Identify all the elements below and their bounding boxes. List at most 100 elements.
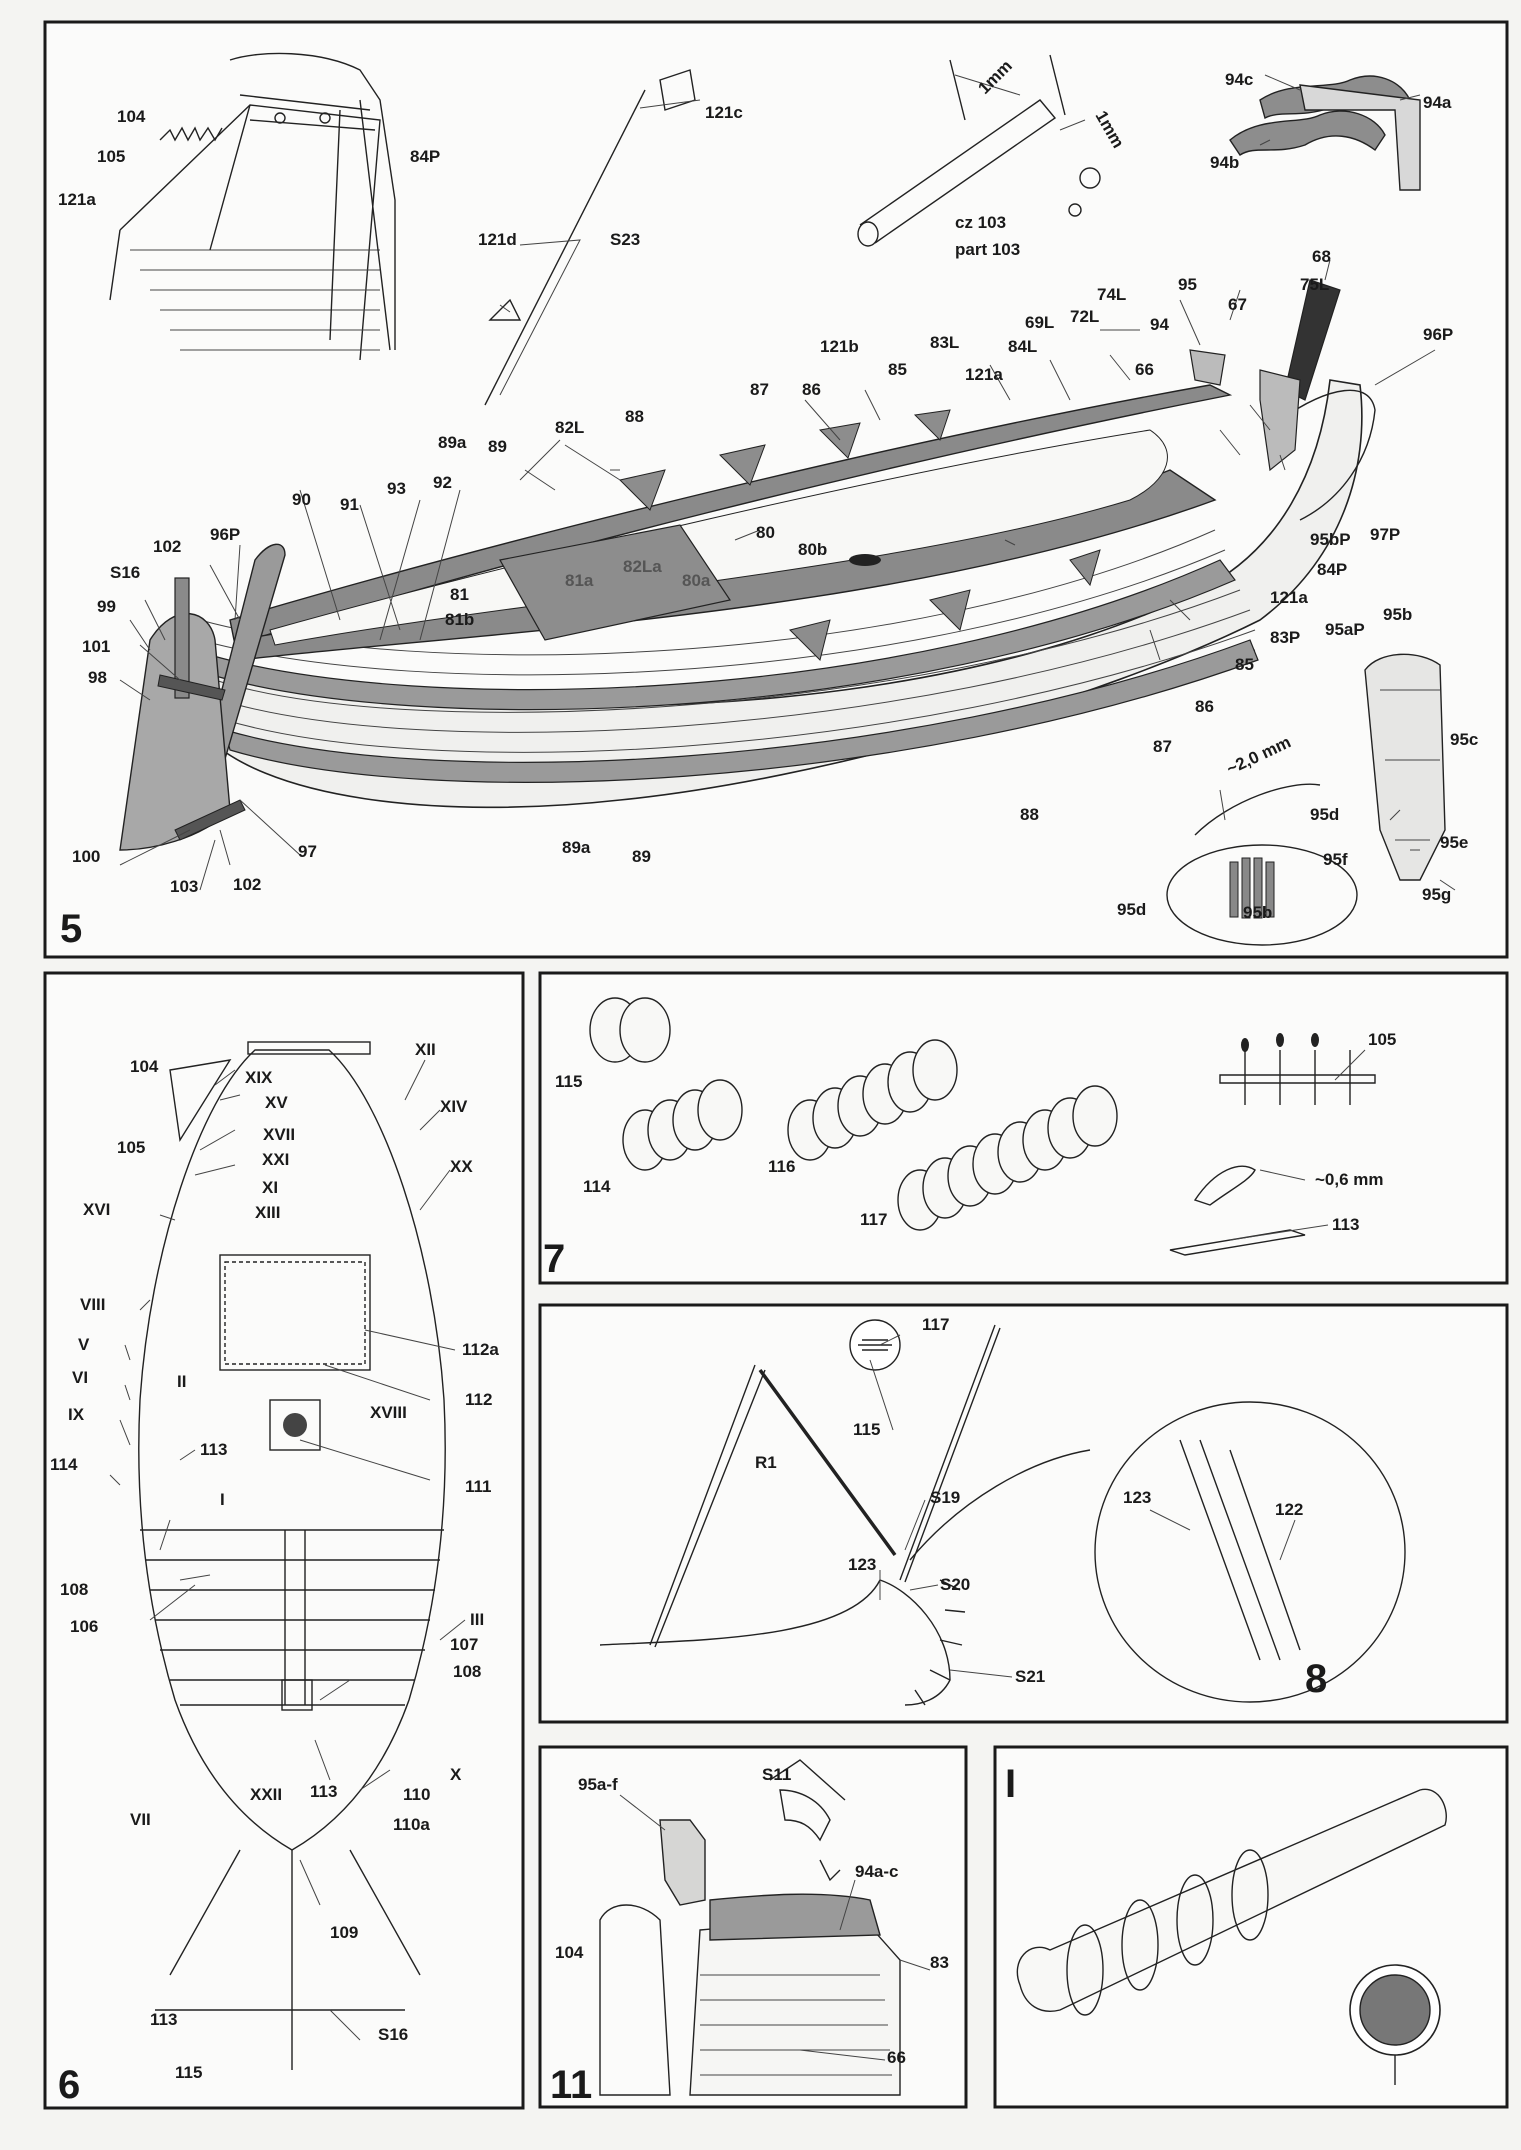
label-97P: 97P (1370, 525, 1400, 544)
label-IX: IX (68, 1405, 85, 1424)
label-123: 123 (848, 1555, 876, 1574)
label-VI: VI (72, 1368, 88, 1387)
panel-6: 104 XIX XV XVII XXI XI XIII 105 XVI XII … (43, 971, 525, 2110)
label-VII: VII (130, 1810, 151, 1829)
label-97: 97 (298, 842, 317, 861)
label-XX: XX (450, 1157, 473, 1176)
label-98: 98 (88, 668, 107, 687)
label-95b: 95b (1383, 605, 1412, 624)
label-113-c: 113 (150, 2010, 177, 2029)
label-S19: S19 (930, 1488, 960, 1507)
label-105: 105 (97, 147, 125, 166)
label-XXII: XXII (250, 1785, 282, 1804)
label-S21: S21 (1015, 1667, 1045, 1686)
label-96P-b: 96P (210, 525, 240, 544)
label-87: 87 (750, 380, 769, 399)
label-121a: 121a (58, 190, 96, 209)
label-95g: 95g (1422, 885, 1451, 904)
panel-number-5: 5 (60, 907, 82, 951)
label-XXI: XXI (262, 1150, 289, 1169)
stern-rigging-drawing (599, 1319, 1406, 1706)
label-81: 81 (450, 585, 469, 604)
panel-5: 104 105 121a 84P 121c 121d S23 1mm 1mm c… (43, 20, 1509, 959)
label-115: 115 (853, 1420, 880, 1439)
label-95d-b: 95d (1117, 900, 1146, 919)
label-XI: XI (262, 1178, 278, 1197)
label-117: 117 (922, 1315, 949, 1334)
label-95b-b: 95b (1243, 903, 1272, 922)
label-85-b: 85 (1235, 655, 1254, 674)
label-108-b: 108 (453, 1662, 481, 1681)
panel-number-8: 8 (1305, 1657, 1327, 1701)
label-108: 108 (60, 1580, 88, 1599)
label-115: 115 (175, 2063, 202, 2082)
label-95e: 95e (1440, 833, 1468, 852)
label-92: 92 (433, 473, 452, 492)
label-105: 105 (1368, 1030, 1396, 1049)
label-S11: S11 (762, 1765, 791, 1784)
label-91: 91 (340, 495, 359, 514)
label-XIII: XIII (255, 1203, 281, 1222)
label-80a: 80a (682, 571, 711, 590)
label-89: 89 (488, 437, 507, 456)
label-116: 116 (768, 1157, 795, 1176)
panel-7: 115 114 116 117 105 ~0,6 mm 113 7 (538, 971, 1509, 1285)
label-109: 109 (330, 1923, 358, 1942)
label-123-b: 123 (1123, 1488, 1151, 1507)
label-113: 113 (200, 1440, 227, 1459)
label-cz-103: cz 103 (955, 213, 1006, 232)
label-S23: S23 (610, 230, 640, 249)
label-104: 104 (555, 1943, 584, 1962)
label-III: III (470, 1610, 484, 1629)
label-X: X (450, 1765, 462, 1784)
label-86-b: 86 (1195, 697, 1214, 716)
label-V: V (78, 1335, 90, 1354)
label-95d: 95d (1310, 805, 1339, 824)
label-100: 100 (72, 847, 100, 866)
label-VIII: VIII (80, 1295, 106, 1314)
label-89a-b: 89a (562, 838, 591, 857)
label-117: 117 (860, 1210, 887, 1229)
oar-drawing (484, 89, 646, 406)
label-94a-c: 94a-c (855, 1862, 898, 1881)
label-110a: 110a (393, 1815, 430, 1834)
label-121b: 121b (820, 337, 859, 356)
panel-number-I: I (1005, 1762, 1016, 1806)
label-94b: 94b (1210, 153, 1239, 172)
label-XII: XII (415, 1040, 436, 1059)
label-80b: 80b (798, 540, 827, 559)
label-84L: 84L (1008, 337, 1037, 356)
label-95f: 95f (1323, 850, 1348, 869)
label-121a-b: 121a (965, 365, 1003, 384)
label-94c: 94c (1225, 70, 1253, 89)
panel-11-labels: 95a-f S11 94a-c 104 83 66 11 (550, 1765, 949, 2107)
label-84P-b: 84P (1317, 560, 1347, 579)
label-89-b: 89 (632, 847, 651, 866)
panel-number-7: 7 (543, 1237, 565, 1281)
label-66: 66 (887, 2048, 906, 2067)
part-105-drawing (1169, 1033, 1376, 1256)
panel-5-leader-lines (119, 74, 1456, 891)
label-107: 107 (450, 1635, 478, 1654)
label-06mm: ~0,6 mm (1315, 1170, 1384, 1189)
label-94: 94 (1150, 315, 1169, 334)
label-95aP: 95aP (1325, 620, 1365, 639)
stern-inset-drawing (109, 52, 396, 361)
label-81b: 81b (445, 610, 474, 629)
label-113: 113 (1332, 1215, 1359, 1234)
label-XIX: XIX (245, 1068, 273, 1087)
label-101: 101 (82, 637, 110, 656)
label-S16: S16 (110, 563, 140, 582)
label-112a: 112a (462, 1340, 499, 1359)
panel-8: 117 115 R1 S19 123 S20 S21 123 122 8 (538, 1303, 1509, 1724)
label-121d: 121d (478, 230, 517, 249)
label-121a-c: 121a (1270, 588, 1308, 607)
label-114: 114 (50, 1455, 78, 1474)
label-66: 66 (1135, 360, 1154, 379)
panel-6-leader-lines (109, 1059, 466, 2041)
label-96P: 96P (1423, 325, 1453, 344)
panel-11: 95a-f S11 94a-c 104 83 66 11 (538, 1745, 968, 2109)
label-104: 104 (117, 107, 146, 126)
label-XVI: XVI (83, 1200, 110, 1219)
